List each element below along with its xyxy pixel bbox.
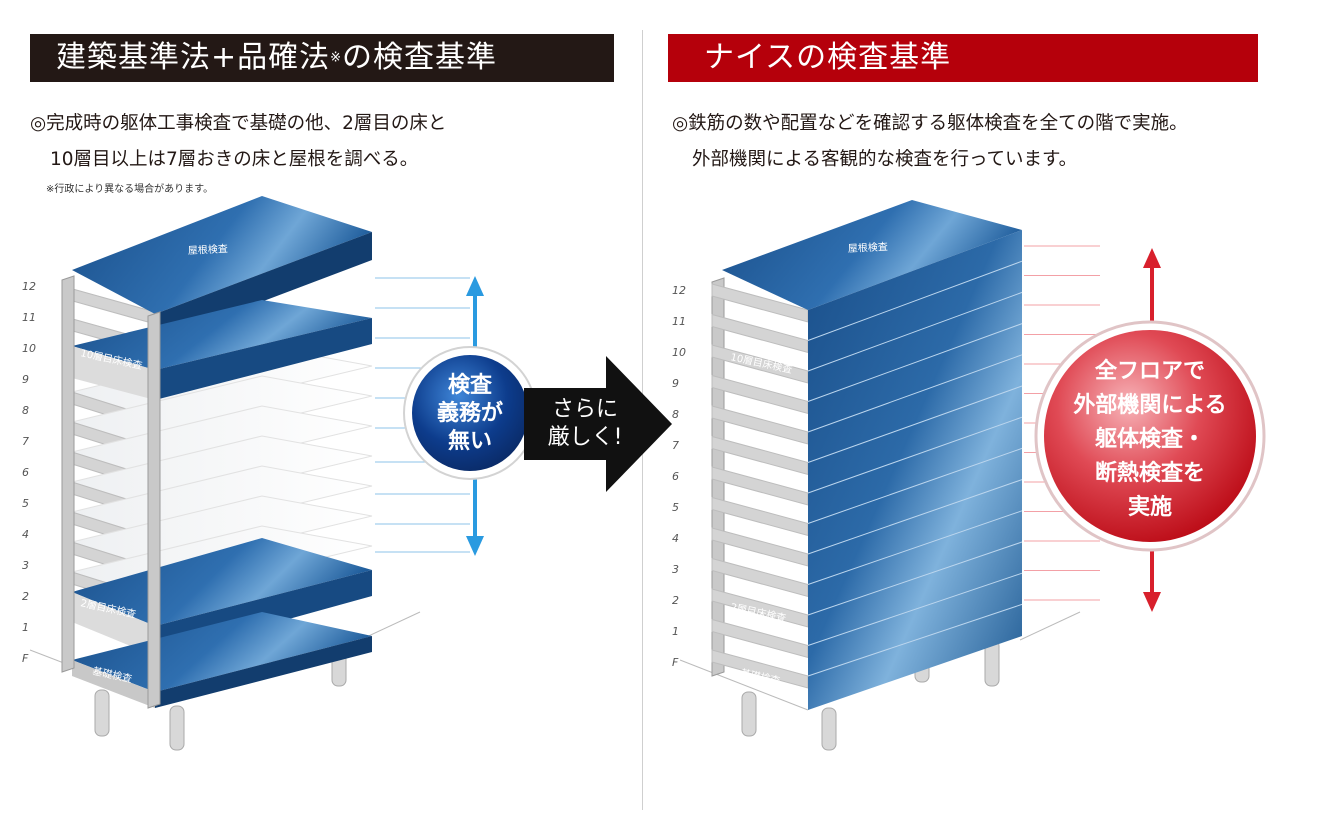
left-floor-number: 2	[22, 590, 29, 603]
facade-floor-line	[807, 385, 1023, 463]
right-facade	[808, 230, 1022, 710]
left-floor-number: 9	[22, 373, 29, 386]
left-floor-number: 5	[22, 497, 29, 510]
facade-floor-line	[807, 541, 1023, 616]
right-floor-number: 4	[672, 532, 679, 545]
facade-floor-line	[807, 354, 1023, 433]
right-floor-number: 11	[672, 315, 686, 328]
left-floor-number: 8	[22, 404, 29, 417]
right-floor-number: 1	[672, 625, 679, 638]
left-facade-columns	[61, 275, 161, 709]
left-floor-number: 11	[22, 311, 36, 324]
left-desc-line2: 10層目以上は7層おきの床と屋根を調べる。	[50, 149, 419, 170]
right-title: ナイスの検査基準	[704, 40, 952, 75]
right-description: ◎鉄筋の数や配置などを確認する躯体検査を全ての階で実施。 外部機関による客観的な…	[672, 106, 1188, 178]
right-slab-edge	[711, 313, 809, 354]
right-floor-number: 5	[672, 501, 679, 514]
left-floor-number: 12	[22, 280, 36, 293]
facade-floor-line	[807, 323, 1023, 402]
left-bubble-line3: 無い	[448, 428, 492, 454]
left-description: ◎完成時の躯体工事検査で基礎の他、2層目の床と 10層目以上は7層おきの床と屋根…	[30, 106, 446, 178]
left-building: 12 11 10 9 8 7 6 5 4 3 2 1F	[22, 196, 470, 751]
right-slab-edge	[711, 466, 809, 506]
right-floor-number: 3	[672, 563, 679, 576]
left-floor-number: 6	[22, 466, 29, 479]
right-bubble-line4: 断熱検査を	[1095, 460, 1205, 486]
right-floor10-label: 10層目床検査	[729, 350, 793, 376]
right-floor-number: 12	[672, 284, 686, 297]
left-bubble-line1: 検査	[448, 373, 493, 398]
facade-floor-line	[807, 479, 1023, 555]
right-facade-floor-lines	[807, 260, 1023, 677]
arrow-text-line1: さらに	[552, 397, 618, 422]
left-title-banner: 建築基準法+品確法※の検査基準	[30, 34, 614, 82]
right-floor-number: 2	[672, 594, 679, 607]
left-bubble: 検査 義務が 無い	[403, 346, 537, 480]
facade-floor-line	[807, 572, 1023, 646]
left-desc-line1: ◎完成時の躯体工事検査で基礎の他、2層目の床と	[30, 113, 447, 134]
left-floor-number: 3	[22, 559, 29, 572]
facade-floor-line	[807, 510, 1023, 585]
facade-floor-line	[807, 447, 1023, 524]
left-floor10-slab	[72, 300, 372, 400]
right-roof-slab	[722, 200, 1022, 310]
right-floor-number: 10	[672, 346, 686, 359]
facade-floor-line	[807, 260, 1023, 341]
right-roof-label: 屋根検査	[847, 240, 888, 255]
left-bubble-line2: 義務が	[437, 400, 503, 426]
left-floor-number: F	[22, 652, 29, 665]
right-floor-number: F	[672, 656, 679, 669]
right-title-banner: ナイスの検査基準	[668, 34, 1258, 82]
right-slab-edge	[711, 405, 809, 445]
right-bubble-line3: 躯体検査・	[1094, 426, 1205, 452]
left-title-main: 建築基準法+品確法	[56, 40, 331, 75]
right-slab-edge	[711, 496, 809, 537]
right-slab-edge	[711, 618, 809, 659]
left-floor-number: 7	[22, 435, 29, 448]
right-ground-lines	[679, 611, 1081, 711]
big-black-arrow: さらに 厳しく!	[524, 356, 672, 492]
right-slab-edge	[711, 557, 809, 598]
left-title-tail: の検査基準	[342, 40, 498, 75]
arrow-text-line2: 厳しく!	[548, 425, 623, 450]
right-slab-edge	[711, 435, 809, 476]
left-floor-number: 10	[22, 342, 36, 355]
facade-floor-line	[807, 291, 1023, 372]
right-floor-slabs	[711, 283, 809, 689]
left-foundation-slab	[72, 612, 372, 708]
right-floor-number: 9	[672, 377, 679, 390]
right-floor-number: 7	[672, 439, 679, 452]
right-bubble-line2: 外部機関による	[1073, 392, 1226, 418]
left-floor-number: 1	[22, 621, 29, 634]
right-bubble-line1: 全フロアで	[1094, 358, 1205, 384]
left-floor-number: 4	[22, 528, 29, 541]
right-floor-number: 8	[672, 408, 679, 421]
right-slab-edge	[711, 374, 809, 415]
left-floor-labels: 12 11 10 9 8 7 6 5 4 3 2 1F	[22, 280, 36, 665]
right-bubble: 全フロアで 外部機関による 躯体検査・ 断熱検査を 実施	[1034, 320, 1266, 552]
right-desc-line1: ◎鉄筋の数や配置などを確認する躯体検査を全ての階で実施。	[672, 113, 1188, 134]
facade-floor-line	[807, 416, 1023, 494]
right-floor-labels: 12 11 10 9 8 7 6 5 4 3 2 1F	[672, 284, 686, 669]
left-footnote: ※行政により異なる場合があります。	[46, 184, 214, 195]
left-roof-label: 屋根検査	[187, 242, 228, 257]
right-desc-line2: 外部機関による客観的な検査を行っています。	[692, 149, 1078, 170]
right-bubble-line5: 実施	[1128, 494, 1172, 520]
right-floor-number: 6	[672, 470, 679, 483]
left-title-note-mark: ※	[330, 50, 343, 66]
facade-floor-line	[807, 603, 1023, 677]
right-slab-edge	[711, 527, 809, 567]
